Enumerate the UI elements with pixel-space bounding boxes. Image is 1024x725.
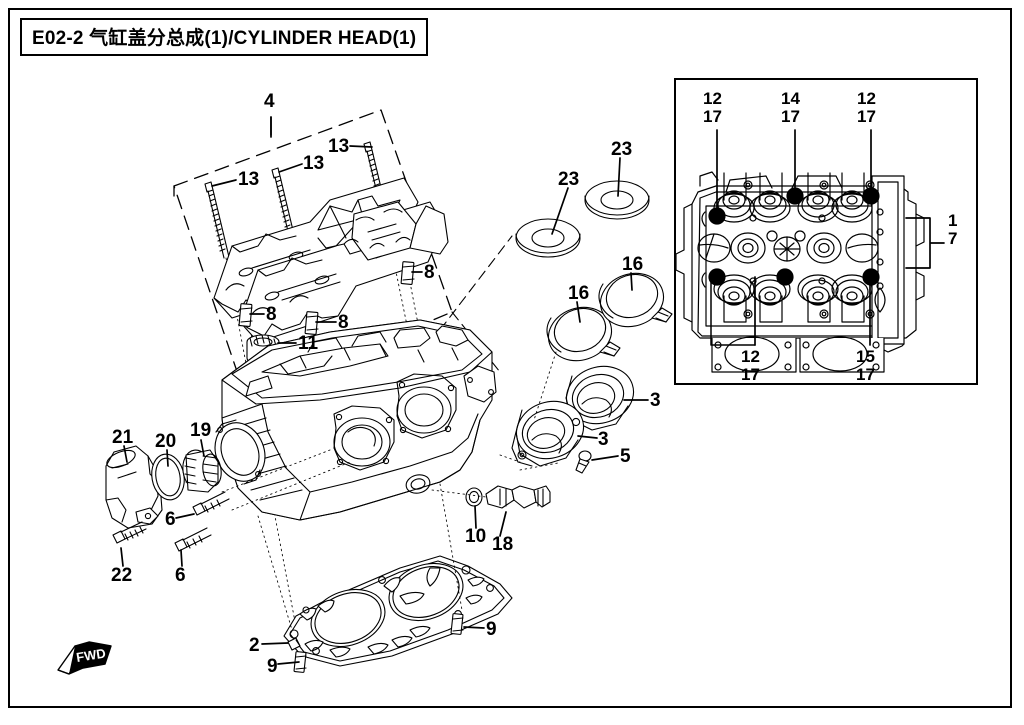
callout-20: 20 <box>155 431 177 452</box>
callout-21: 21 <box>112 427 134 448</box>
callout-9a: 9 <box>267 656 278 677</box>
callout-16b: 16 <box>622 254 644 275</box>
callout-8a: 8 <box>266 304 277 325</box>
callout-22: 22 <box>111 565 133 586</box>
page-title: E02-2 气缸盖分总成(1)/CYLINDER HEAD(1) <box>32 28 417 49</box>
callout-18: 18 <box>492 534 514 555</box>
inset-callout-15-17-bottom-right: 15 17 <box>856 347 875 384</box>
callout-13a: 13 <box>238 169 260 190</box>
fwd-label: FWD <box>75 646 107 665</box>
inset-callout-12-17-bottom-left: 12 17 <box>741 347 760 384</box>
callout-23b: 23 <box>611 139 633 160</box>
inset-callout-1-7-right: 1 7 <box>948 211 958 248</box>
callout-3a: 3 <box>650 390 661 411</box>
page-border <box>8 8 1012 708</box>
callout-2: 2 <box>249 635 260 656</box>
callout-4: 4 <box>264 91 275 112</box>
callout-5: 5 <box>620 446 631 467</box>
callout-13b: 13 <box>303 153 325 174</box>
callout-8b: 8 <box>338 312 349 333</box>
inset-callout-12-17-top-right: 12 17 <box>857 89 876 126</box>
callout-11: 11 <box>298 333 319 354</box>
inset-callout-12-17-top-left: 12 17 <box>703 89 722 126</box>
callout-19: 19 <box>190 420 212 441</box>
callout-6a: 6 <box>165 509 176 530</box>
callout-16a: 16 <box>568 283 590 304</box>
fwd-orientation-marker: FWD <box>57 641 112 675</box>
callout-3b: 3 <box>598 429 609 450</box>
callout-23a: 23 <box>558 169 580 190</box>
callout-13c: 13 <box>328 136 350 157</box>
title-box: E02-2 气缸盖分总成(1)/CYLINDER HEAD(1) <box>20 18 429 56</box>
callout-6b: 6 <box>175 565 186 586</box>
callout-9b: 9 <box>486 619 497 640</box>
inset-callout-14-17-top-center: 14 17 <box>781 89 800 126</box>
callout-8c: 8 <box>424 262 435 283</box>
callout-10: 10 <box>465 526 487 547</box>
